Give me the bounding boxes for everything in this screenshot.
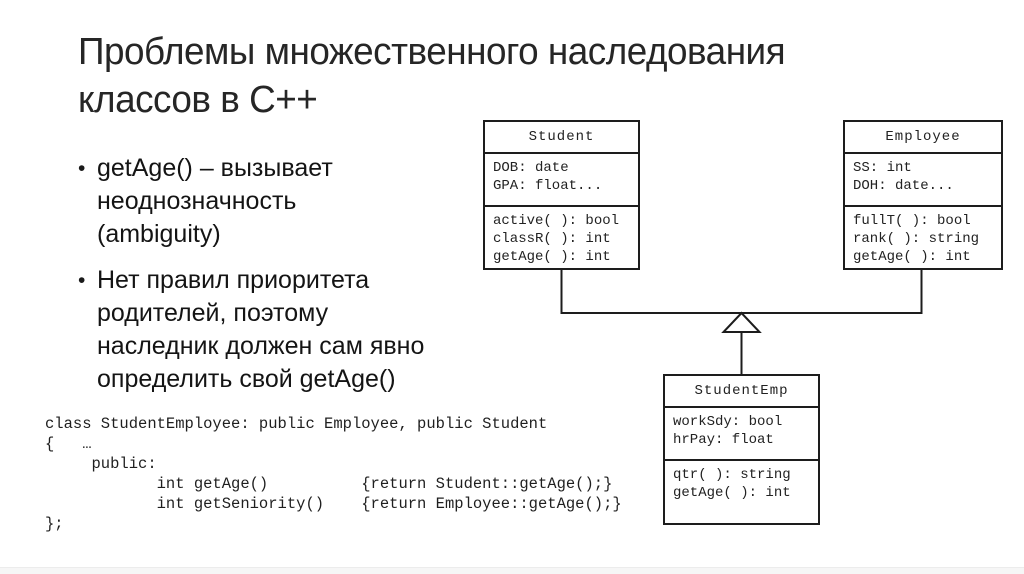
slide-title: Проблемы множественного наследования кла… xyxy=(78,31,786,121)
class-name: Student xyxy=(485,122,638,154)
slide-bottom-edge xyxy=(0,567,1024,574)
bullet-marker: • xyxy=(78,157,86,180)
list-item: • getAge() – вызывает неоднозначность (a… xyxy=(78,152,488,251)
class-name: StudentEmp xyxy=(665,376,818,408)
uml-class-studentemp: StudentEmp workSdy: bool hrPay: float qt… xyxy=(663,374,820,525)
uml-class-employee: Employee SS: int DOH: date... fullT( ): … xyxy=(843,120,1003,270)
bullet-list: • getAge() – вызывает неоднозначность (a… xyxy=(78,152,488,409)
class-attributes: workSdy: bool hrPay: float xyxy=(665,408,818,461)
list-item: • Нет правил приоритета родителей, поэто… xyxy=(78,264,488,396)
uml-class-student: Student DOB: date GPA: float... active( … xyxy=(483,120,640,270)
class-attributes: DOB: date GPA: float... xyxy=(485,154,638,207)
bullet-marker: • xyxy=(78,269,86,292)
class-methods: fullT( ): bool rank( ): string getAge( )… xyxy=(853,213,980,265)
class-methods: qtr( ): string getAge( ): int xyxy=(673,467,791,501)
bullet-text: getAge() – вызывает неоднозначность (amb… xyxy=(97,154,333,248)
bullet-text: Нет правил приоритета родителей, поэтому… xyxy=(97,266,425,393)
class-name: Employee xyxy=(845,122,1001,154)
class-methods: active( ): bool classR( ): int getAge( )… xyxy=(493,213,620,265)
class-attributes: SS: int DOH: date... xyxy=(845,154,1001,207)
code-block: class StudentEmployee: public Employee, … xyxy=(45,415,622,533)
